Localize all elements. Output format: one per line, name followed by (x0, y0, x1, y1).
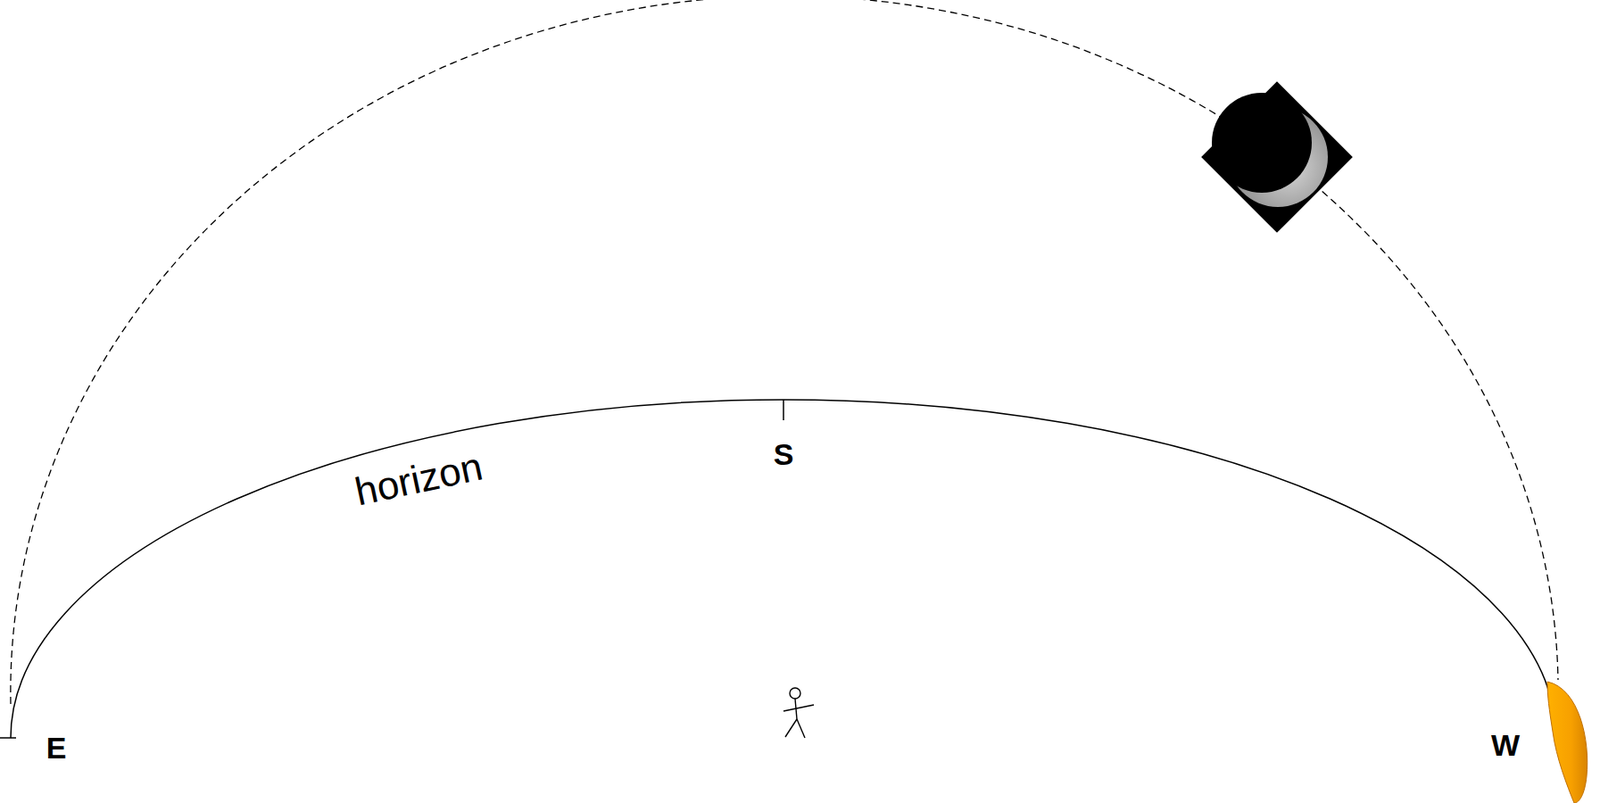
direction-label: W (1491, 729, 1520, 761)
observer-figure (783, 688, 814, 738)
setting-sun (1547, 681, 1588, 803)
moon-image (1201, 81, 1353, 233)
direction-label: E (46, 732, 67, 763)
horizon-label: horizon (351, 446, 486, 512)
horizon-line (10, 399, 1557, 738)
moon-path (10, 0, 1559, 705)
south-tick (782, 399, 785, 421)
direction-label: S (773, 439, 795, 470)
east-tick (0, 737, 17, 739)
